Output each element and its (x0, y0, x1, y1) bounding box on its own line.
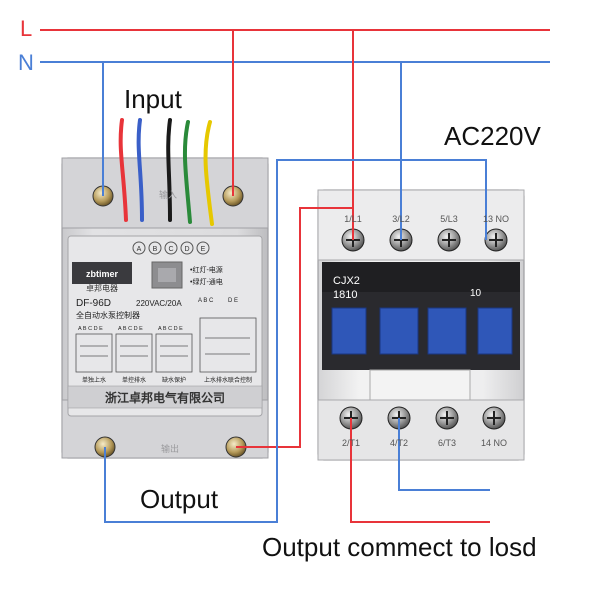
contactor-blue-block-3 (427, 307, 467, 355)
contactor (317, 189, 525, 461)
terminal-b: B (153, 246, 158, 253)
live-rail-label: L (20, 16, 33, 41)
contactor-rating: 10 (470, 288, 482, 299)
input-label: Input (124, 84, 182, 114)
contactor-text: CJX2 1810 10 1/L1 3/L2 5/L3 13 NO 2/T1 4… (333, 214, 509, 448)
brand-badge (72, 262, 132, 284)
controller-model: DF-96D (76, 298, 111, 309)
contactor-terminal-t3: 6/T3 (438, 438, 456, 448)
controller-brand: zbtimer (86, 269, 119, 279)
diagram-caption-2: 单控排水 (122, 376, 146, 384)
output-to-contactor-coil (104, 159, 487, 523)
tank-diagrams (75, 317, 257, 373)
controller-legend-green: •绿灯-通电 (190, 277, 223, 286)
contactor-blue-block-1 (331, 307, 367, 355)
diagram-letters-3: A B C D E (158, 326, 183, 332)
controller-top-mark: 输入 (159, 189, 177, 200)
controller-legend-red: •红灯-电源 (190, 265, 223, 274)
diagram-caption-1: 单独上水 (82, 376, 106, 384)
contactor-terminal-l3: 5/L3 (440, 214, 458, 224)
contactor-label-panel (322, 262, 520, 292)
neutral-rail-label: N (18, 50, 34, 75)
wire-blue (136, 118, 144, 222)
contactor-terminal-14no: 14 NO (481, 438, 507, 448)
output-label: Output (140, 484, 219, 514)
input-wires (118, 118, 214, 226)
controller-abc-label: A B C (198, 298, 214, 304)
contactor-terminal-t1: 2/T1 (342, 438, 360, 448)
controller-brand-cn: 卓邦电器 (86, 283, 118, 293)
contactor-terminal-l1: 1/L1 (344, 214, 362, 224)
load-neutral-output (398, 418, 490, 491)
wire-green (182, 120, 192, 224)
live-to-contactor-l1 (236, 30, 354, 448)
wire-black (166, 118, 172, 222)
controller-bottom-mark: 输出 (161, 443, 179, 454)
contactor-terminal-l2: 3/L2 (392, 214, 410, 224)
contactor-model-line2: 1810 (333, 289, 357, 301)
controller-terminal-markers (132, 241, 210, 255)
ac-voltage-label: AC220V (444, 121, 541, 151)
terminal-d: D (184, 246, 189, 253)
contactor-nameplate (369, 369, 471, 401)
diagram-caption-3: 缺水保护 (162, 376, 186, 384)
diagram-letters-1: A B C D E (78, 326, 103, 332)
contactor-model-line1: CJX2 (333, 275, 360, 287)
controller-de-label: D E (228, 298, 238, 304)
schematic-lines (40, 29, 550, 523)
wire-yellow (203, 120, 214, 226)
wire-red (118, 118, 128, 222)
terminal-e: E (201, 246, 206, 253)
controller-rating: 220VAC/20A (136, 299, 182, 308)
contactor-terminal-13no: 13 NO (483, 214, 509, 224)
output-load-label: Output commect to losd (262, 532, 537, 562)
terminal-a: A (137, 246, 142, 253)
contactor-terminal-t2: 4/T2 (390, 438, 408, 448)
contactor-blue-block-4 (477, 307, 513, 355)
terminal-c: C (168, 246, 173, 253)
controller-subtitle: 全自动水泵控制器 (76, 310, 140, 320)
controller-manufacturer: 浙江卓邦电气有限公司 (105, 390, 225, 405)
load-live-output (350, 418, 490, 523)
diagram-letters-2: A B C D E (118, 326, 143, 332)
controller-text: zbtimer 卓邦电器 DF-96D 220VAC/20A 全自动水泵控制器 … (76, 189, 252, 454)
diagram-caption-4: 上水排水联合控制 (204, 376, 252, 384)
contactor-blue-block-2 (379, 307, 419, 355)
